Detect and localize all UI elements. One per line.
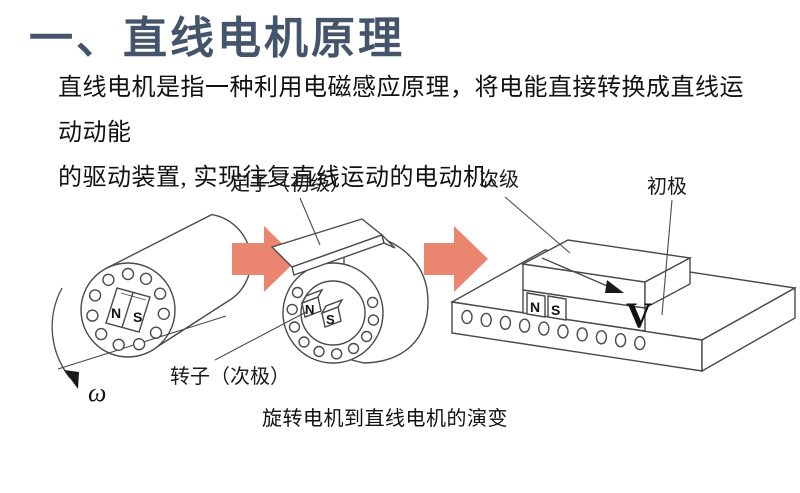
secondary-box [520,239,693,332]
opened-motor-diagram: N S [214,197,429,364]
body-line-1: 直线电机是指一种利用电磁感应原理，将电能直接转换成直线运动动能 [58,75,744,146]
transition-arrow-2 [424,226,488,292]
north-pole-label: N [530,299,540,315]
unrolled-stator-plate [270,218,396,276]
omega-symbol: ω [88,378,106,407]
velocity-symbol: V [626,295,652,335]
label-primary: 初极 [647,176,687,198]
label-rotor-secondary: 转子（次极） [170,366,290,388]
rotor-magnet [105,287,151,333]
stator-leader-line [299,197,321,246]
south-pole-label: S [326,312,335,327]
slide-title: 一、直线电机原理 [29,14,405,63]
linear-motor-diagram: N S V [449,196,798,373]
north-pole-label: N [305,302,314,317]
slide-body-text: 直线电机是指一种利用电磁感应原理，将电能直接转换成直线运动动能 的驱动装置, 实… [58,66,748,201]
label-secondary: 次级 [479,169,519,191]
label-stator-primary: 定子（初级） [230,173,350,195]
secondary-leader-line [504,196,571,254]
stator-coils [86,267,171,351]
rotation-arrow [51,287,71,379]
body-line-2: 的驱动装置, 实现往复直线运动的电动机。 [58,165,512,191]
primary-leader-line [661,199,673,316]
transition-arrow-1 [232,226,298,292]
velocity-arrow [541,257,613,289]
velocity-arrowhead [605,280,624,293]
south-pole-label: S [133,309,142,325]
south-pole-label: S [551,302,560,318]
slab-coils [461,309,646,351]
ring-coils [286,286,380,360]
north-pole-label: N [111,305,121,321]
rotation-arrowhead [64,370,79,389]
rotor-leader-line [214,310,309,361]
diagram-caption: 旋转电机到直线电机的演变 [262,408,508,430]
